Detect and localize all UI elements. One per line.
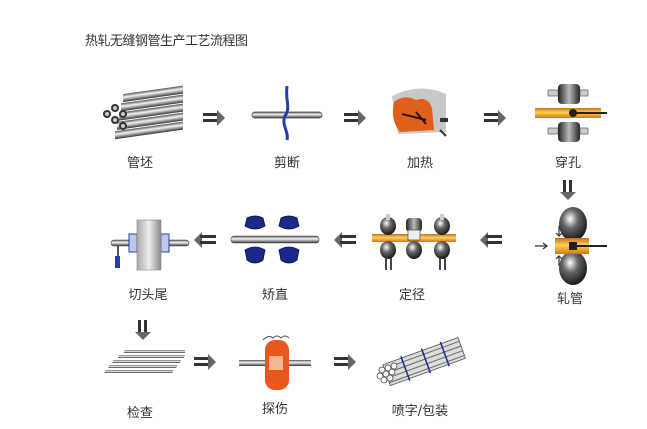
step-label: 切头尾 <box>128 288 168 303</box>
rolling-mill-icon <box>535 207 607 285</box>
shear-cut-icon <box>251 85 323 141</box>
step-label: 穿孔 <box>554 156 581 171</box>
step-label: 定径 <box>398 288 425 303</box>
step-sizing: 定径 <box>352 212 472 303</box>
arrow-right-icon <box>194 354 216 370</box>
step-marking-packing: 喷字/包装 <box>360 334 480 419</box>
pipes-inspection-icon <box>104 350 185 373</box>
straightener-icon <box>230 215 320 264</box>
end-cutter-icon <box>110 219 190 271</box>
arrow-right-icon <box>344 110 366 126</box>
step-label: 探伤 <box>261 402 288 417</box>
step-cutting: 剪断 <box>227 82 347 171</box>
arrow-right-icon <box>203 110 225 126</box>
step-straightening: 矫直 <box>215 214 335 303</box>
arrow-down-icon <box>135 320 151 340</box>
packed-bundle-icon <box>376 337 466 387</box>
step-label: 矫直 <box>261 288 288 303</box>
furnace-icon <box>392 88 448 137</box>
arrow-left-icon <box>480 232 502 248</box>
arrow-right-icon <box>334 354 356 370</box>
step-billet: 管坯 <box>80 82 200 171</box>
arrow-right-icon <box>484 110 506 126</box>
arrow-left-icon <box>334 232 356 248</box>
pipe-bundle-icon <box>103 85 183 140</box>
step-cropping: 切头尾 <box>88 218 208 303</box>
sizing-mill-icon <box>372 214 456 270</box>
step-label: 管坯 <box>126 156 153 171</box>
arrow-left-icon <box>194 232 216 248</box>
diagram-title: 热轧无缝钢管生产工艺流程图 <box>85 34 248 49</box>
step-flaw-detection: 探伤 <box>215 332 335 417</box>
step-inspection: 检查 <box>80 344 200 421</box>
flaw-detector-icon <box>239 335 311 390</box>
step-label: 喷字/包装 <box>391 404 449 419</box>
arrow-down-icon <box>560 180 576 200</box>
step-heating: 加热 <box>360 82 480 171</box>
step-label: 轧管 <box>556 292 583 307</box>
step-label: 剪断 <box>273 156 300 171</box>
step-rolling: 轧管 <box>510 206 630 307</box>
step-label: 检查 <box>126 406 153 421</box>
step-label: 加热 <box>406 156 433 171</box>
step-piercing: 穿孔 <box>508 82 628 171</box>
piercing-rolls-icon <box>535 84 607 142</box>
